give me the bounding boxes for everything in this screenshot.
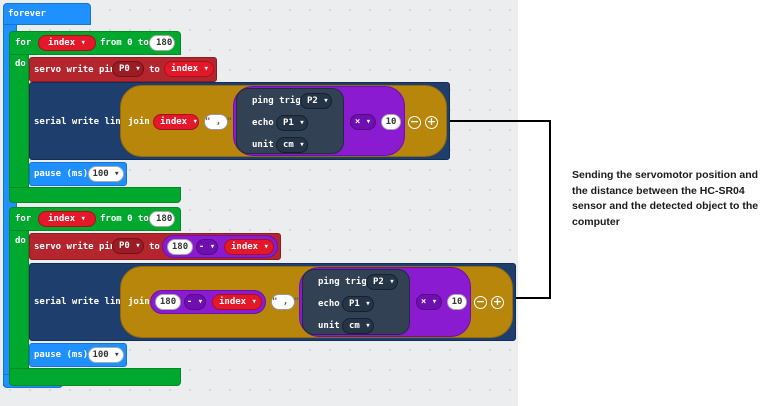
- pause-value-dropdown-2[interactable]: 100 ▾: [88, 347, 124, 363]
- subtract-left-input-servo[interactable]: 180: [167, 239, 193, 255]
- servo-label-1: servo write pin: [34, 65, 116, 75]
- subtract-operator-dropdown-serial[interactable]: - ▾: [184, 294, 206, 310]
- ping-unit-label-1: unit: [252, 140, 274, 150]
- ping-echo-label-1: echo: [252, 118, 274, 128]
- join-variable-1[interactable]: index ▾: [153, 114, 199, 130]
- ping-unit-label-2: unit: [318, 321, 340, 331]
- multiplier-input-1[interactable]: 10: [381, 114, 401, 130]
- ping-unit-dropdown-2[interactable]: cm ▾: [342, 318, 374, 334]
- for-label-1: for: [15, 38, 32, 48]
- for-loop-footer-1: [9, 187, 181, 203]
- separator-string-1[interactable]: " , ": [204, 114, 232, 130]
- separator-string-2[interactable]: " , ": [271, 294, 299, 310]
- pause-label-2: pause (ms): [34, 350, 89, 360]
- annotation-text: Sending the servomotor position and the …: [572, 169, 759, 228]
- add-item-plus-icon-1[interactable]: +: [425, 115, 438, 129]
- multiplier-input-2[interactable]: 10: [447, 294, 467, 310]
- servo-pin-dropdown-1[interactable]: P0 ▾: [112, 61, 144, 77]
- ping-trig-dropdown-1[interactable]: P2 ▾: [300, 93, 332, 109]
- multiply-operator-dropdown-1[interactable]: × ▾: [350, 114, 376, 130]
- ping-unit-dropdown-1[interactable]: cm ▾: [276, 137, 308, 153]
- for-loop-footer-2: [9, 368, 181, 386]
- forever-block[interactable]: [3, 3, 91, 25]
- ping-echo-dropdown-1[interactable]: P1 ▾: [276, 115, 308, 131]
- from-label-2: from 0 to: [100, 214, 149, 224]
- for-label-2: for: [15, 214, 32, 224]
- from-label-1: from 0 to: [100, 38, 149, 48]
- blocks-workspace[interactable]: forever for index ▾ from 0 to 180 do ser…: [0, 0, 518, 406]
- remove-item-minus-icon-2[interactable]: −: [474, 295, 487, 309]
- loop-to-input-1[interactable]: 180: [149, 35, 175, 51]
- ping-trig-label-2: ping trig: [318, 277, 367, 287]
- remove-item-minus-icon-1[interactable]: −: [408, 115, 421, 129]
- loop-variable-dropdown-1[interactable]: index ▾: [38, 35, 96, 51]
- loop-to-input-2[interactable]: 180: [149, 211, 175, 227]
- ping-trig-dropdown-2[interactable]: P2 ▾: [366, 274, 398, 290]
- subtract-variable-servo[interactable]: index ▾: [224, 239, 274, 255]
- servo-pin-dropdown-2[interactable]: P0 ▾: [112, 238, 144, 254]
- loop-variable-dropdown-2[interactable]: index ▾: [38, 211, 96, 227]
- subtract-operator-dropdown-servo[interactable]: - ▾: [196, 239, 218, 255]
- pause-label-1: pause (ms): [34, 169, 89, 179]
- serial-label-1: serial write line: [34, 117, 127, 127]
- subtract-variable-serial[interactable]: index ▾: [212, 294, 262, 310]
- servo-value-variable-1[interactable]: index ▾: [164, 61, 214, 77]
- do-label-1: do: [15, 59, 26, 69]
- multiply-operator-dropdown-2[interactable]: × ▾: [416, 294, 442, 310]
- ping-echo-label-2: echo: [318, 299, 340, 309]
- join-label-2: join: [128, 297, 150, 307]
- pause-value-dropdown-1[interactable]: 100 ▾: [88, 166, 124, 182]
- do-label-2: do: [15, 236, 26, 246]
- subtract-left-input-serial[interactable]: 180: [155, 294, 181, 310]
- servo-to-label-2: to: [149, 242, 160, 252]
- servo-label-2: servo write pin: [34, 242, 116, 252]
- add-item-plus-icon-2[interactable]: +: [491, 295, 504, 309]
- servo-to-label-1: to: [149, 65, 160, 75]
- ping-trig-label-1: ping trig: [252, 96, 301, 106]
- forever-label: forever: [8, 9, 46, 19]
- join-label-1: join: [128, 117, 150, 127]
- serial-label-2: serial write line: [34, 297, 127, 307]
- ping-echo-dropdown-2[interactable]: P1 ▾: [342, 296, 374, 312]
